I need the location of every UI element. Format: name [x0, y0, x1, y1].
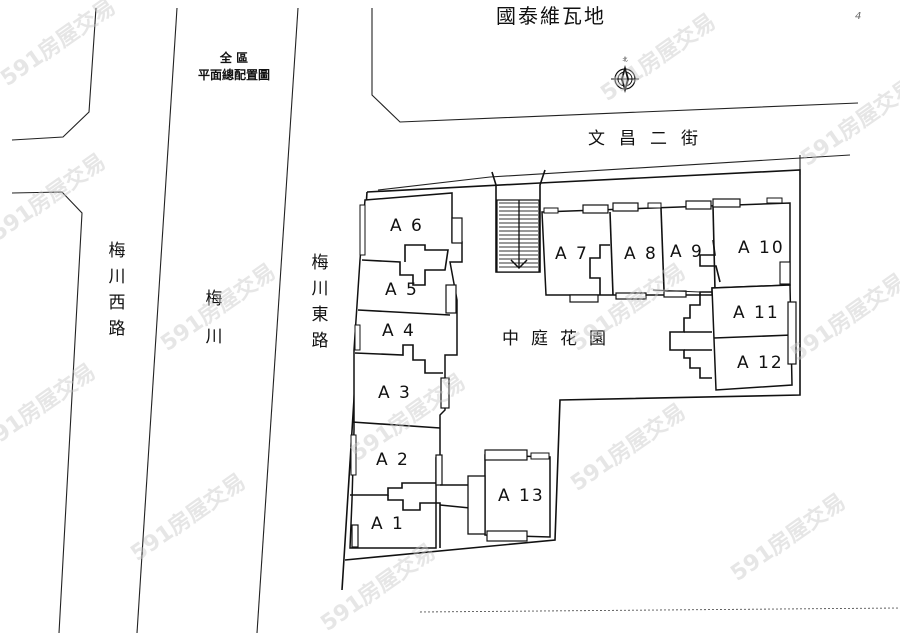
neighbor-development-label: 國泰維瓦地	[496, 4, 606, 28]
canal-meichuan: 梅川	[205, 289, 223, 347]
plan-title-line1: 全 區	[219, 51, 249, 65]
unit-a7: A 7	[555, 244, 589, 264]
a13-building	[467, 449, 551, 542]
plan-title: 全 區 平面總配置圖	[192, 50, 276, 84]
compass-rose-icon: 北	[605, 55, 645, 100]
unit-a4: A 4	[382, 321, 416, 341]
east-building-block	[652, 284, 797, 391]
unit-a12: A 12	[737, 353, 784, 373]
ramp	[496, 199, 540, 273]
unit-a2: A 2	[376, 450, 410, 470]
neighbor-block-lines	[371, 8, 859, 123]
unit-a13: A 13	[498, 486, 545, 506]
unit-a10: A 10	[738, 238, 785, 258]
street-wenchang-2nd: 文昌二街	[588, 129, 712, 149]
courtyard-garden-label: 中庭花園	[502, 329, 618, 349]
unit-a5: A 5	[385, 280, 419, 300]
unit-a9: A 9	[670, 242, 704, 262]
west-road-lines	[11, 7, 178, 633]
compass-north-label: 北	[622, 56, 627, 63]
north-street-south-edge	[377, 154, 851, 191]
corner-note: 4	[855, 11, 862, 22]
unit-a1: A 1	[371, 514, 405, 534]
unit-a3: A 3	[378, 383, 412, 403]
unit-a8: A 8	[624, 244, 658, 264]
unit-a11: A 11	[733, 303, 780, 323]
west-building-block	[349, 192, 463, 549]
canal-lines	[256, 7, 299, 633]
street-meichuan-west: 梅川西路	[108, 241, 126, 339]
unit-a6: A 6	[390, 216, 424, 236]
corridor	[439, 484, 471, 509]
plan-title-line2: 平面總配置圖	[197, 68, 270, 82]
street-meichuan-east: 梅川東路	[311, 253, 329, 351]
